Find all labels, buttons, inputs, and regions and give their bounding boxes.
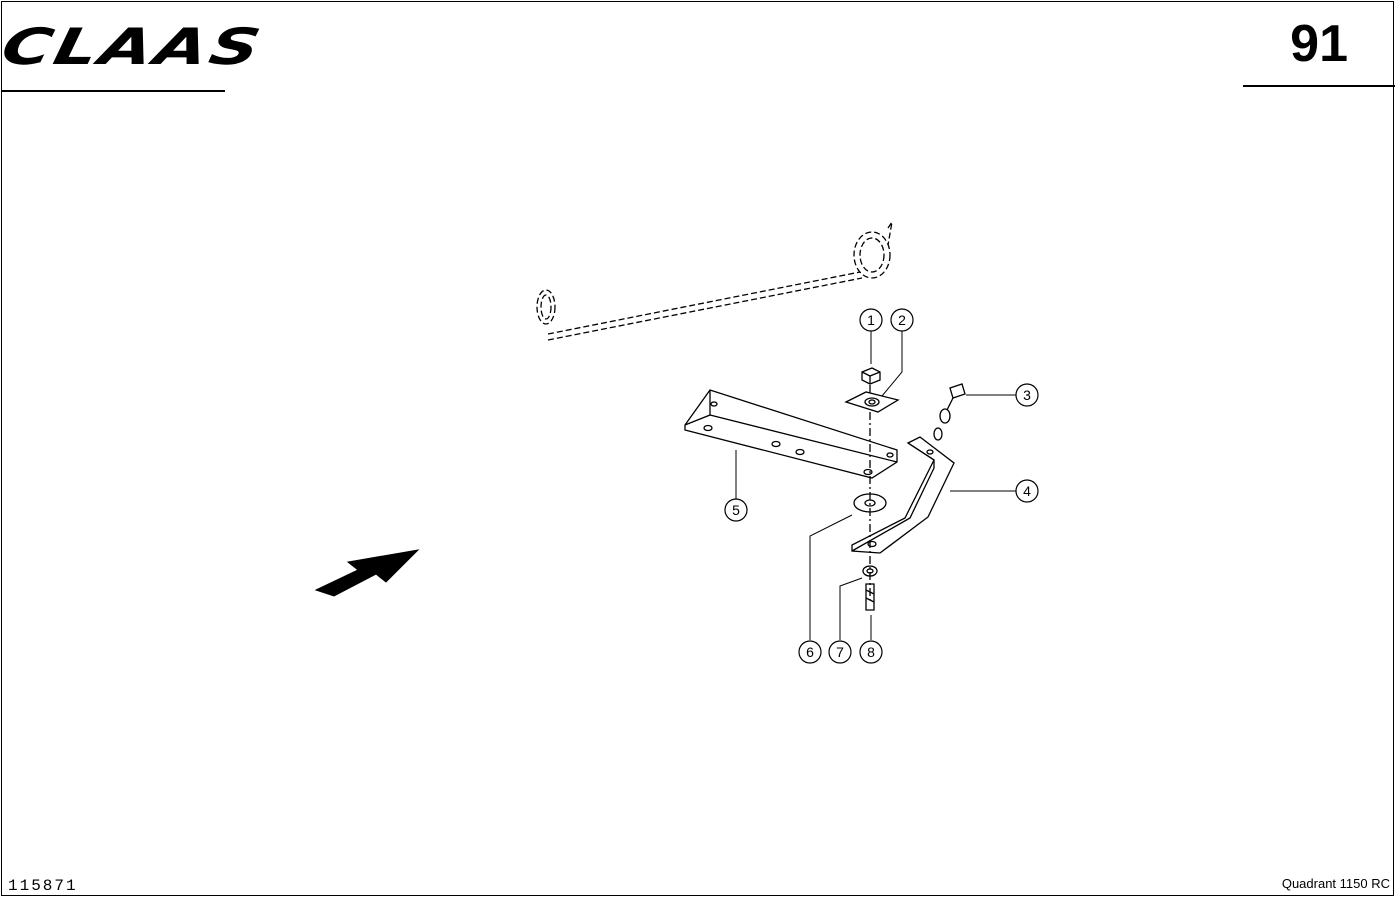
callout-4 — [1015, 479, 1039, 503]
page-number: 91 — [1290, 15, 1348, 73]
callout-2-label: 2 — [898, 312, 906, 328]
washer-part — [853, 493, 887, 513]
cranked-bracket-part — [851, 436, 955, 554]
callout-6 — [798, 640, 822, 664]
page-number-underline — [1243, 85, 1395, 87]
callout-3-label: 3 — [1023, 387, 1031, 403]
leader-lines — [735, 331, 1016, 640]
callout-6-label: 6 — [806, 644, 814, 660]
callout-5 — [724, 498, 748, 522]
callout-1-label: 1 — [867, 312, 875, 328]
callout-8-label: 8 — [867, 644, 875, 660]
callout-5-label: 5 — [732, 502, 740, 518]
callout-7-label: 7 — [836, 644, 844, 660]
callout-2 — [890, 308, 914, 332]
callout-3 — [1015, 383, 1039, 407]
drawing-id: 115871 — [8, 877, 78, 895]
nut-part — [861, 367, 881, 385]
model-name: Quadrant 1150 RC — [1281, 876, 1390, 891]
brand-underline — [1, 90, 225, 92]
arrow-icon — [314, 549, 420, 597]
callout-1 — [859, 308, 883, 332]
dashed-rod — [536, 221, 893, 341]
lock-washer-part — [862, 565, 878, 577]
callout-4-label: 4 — [1023, 483, 1031, 499]
angle-bracket-part — [684, 389, 898, 479]
callout-8 — [859, 640, 883, 664]
screw-part — [865, 583, 875, 611]
plate-part — [844, 391, 900, 413]
callout-7 — [828, 640, 852, 664]
bolt-part — [933, 383, 966, 441]
